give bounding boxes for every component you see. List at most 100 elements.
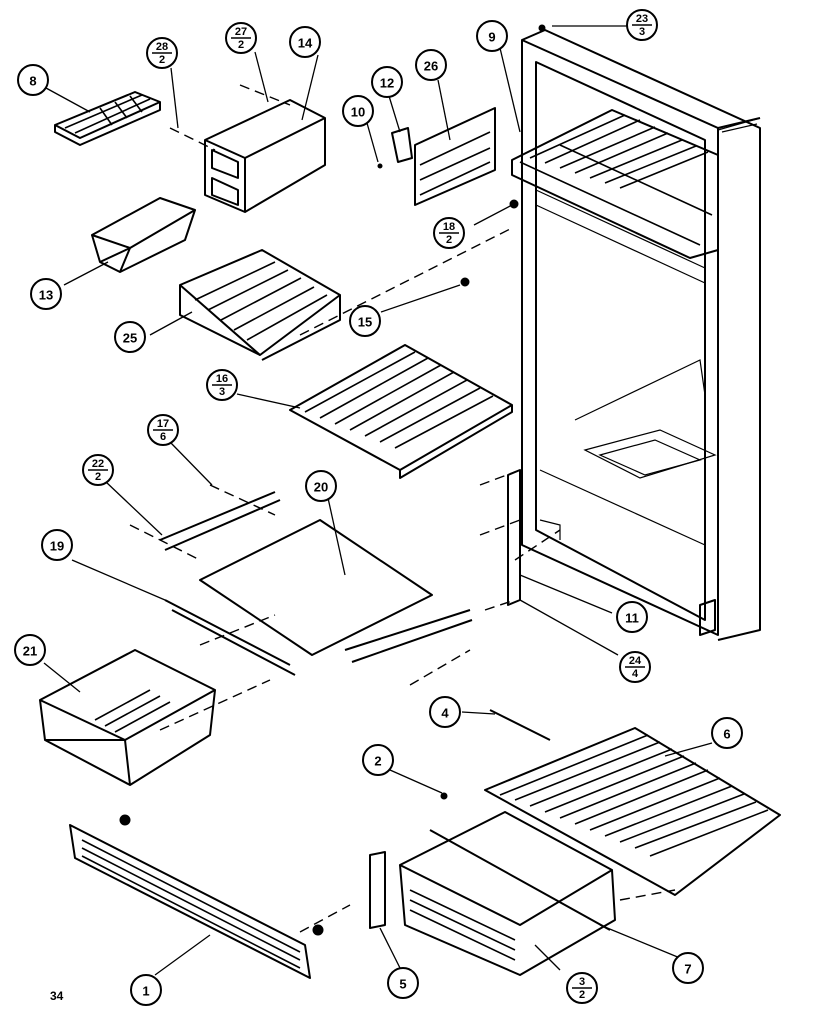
meat-drawer-cover-part [429, 727, 781, 931]
callout-5: 5 [387, 967, 419, 999]
callout-number: 23 [636, 13, 648, 25]
callout-layer: 1232456789101112131415163176182192021222… [14, 9, 743, 1006]
callout-number: 24 [629, 655, 642, 667]
ice-bin-part [91, 197, 196, 273]
callout-17: 176 [147, 414, 179, 446]
callout-number: 12 [380, 76, 394, 91]
callout-number: 25 [123, 331, 137, 346]
callout-6: 6 [711, 717, 743, 749]
callout-number: 10 [351, 105, 365, 120]
callout-3: 32 [566, 972, 598, 1004]
callout-quantity: 3 [639, 26, 645, 38]
callout-number: 4 [441, 706, 449, 721]
callout-number: 2 [374, 754, 381, 769]
callout-quantity: 2 [579, 989, 585, 1001]
callout-18: 182 [433, 217, 465, 249]
callout-12: 12 [371, 66, 403, 98]
callout-circle [30, 278, 62, 310]
callout-circle [14, 634, 46, 666]
callout-circle [41, 529, 73, 561]
callout-quantity: 2 [446, 234, 452, 246]
callout-circle [711, 717, 743, 749]
callout-number: 17 [157, 418, 169, 430]
leader-lines [43, 25, 713, 976]
callout-number: 15 [358, 315, 372, 330]
callout-21: 21 [14, 634, 46, 666]
callout-circle [672, 952, 704, 984]
meat-drawer-part [399, 811, 616, 976]
callout-number: 1 [142, 984, 149, 999]
callout-circle [616, 601, 648, 633]
callout-9: 9 [476, 20, 508, 52]
callout-circle [429, 696, 461, 728]
callout-number: 13 [39, 288, 53, 303]
callout-number: 18 [443, 221, 455, 233]
crisper-cover-part [159, 491, 473, 676]
callout-27: 272 [225, 22, 257, 54]
glass-shelf-part [289, 344, 513, 479]
callout-number: 9 [488, 30, 495, 45]
callout-16: 163 [206, 369, 238, 401]
callout-number: 28 [156, 41, 168, 53]
callout-quantity: 2 [95, 471, 101, 483]
callout-10: 10 [342, 95, 374, 127]
toe-grille-part [69, 814, 324, 979]
callout-15: 15 [349, 305, 381, 337]
callout-number: 11 [625, 611, 639, 626]
callout-11: 11 [616, 601, 648, 633]
callout-13: 13 [30, 278, 62, 310]
callout-number: 21 [23, 644, 37, 659]
callout-circle [130, 974, 162, 1006]
callout-quantity: 2 [238, 39, 244, 51]
callout-circle [349, 305, 381, 337]
callout-number: 3 [579, 976, 585, 988]
callout-circle [415, 49, 447, 81]
callout-25: 25 [114, 321, 146, 353]
callout-quantity: 3 [219, 386, 225, 398]
callout-circle [17, 64, 49, 96]
callout-24: 244 [619, 651, 651, 683]
callout-number: 16 [216, 373, 228, 385]
shelf-rack-part [377, 107, 496, 206]
callout-26: 26 [415, 49, 447, 81]
ice-maker-housing-part [204, 99, 326, 213]
callout-circle [342, 95, 374, 127]
callout-number: 8 [29, 74, 36, 89]
callout-1: 1 [130, 974, 162, 1006]
callout-7: 7 [672, 952, 704, 984]
callout-quantity: 6 [160, 431, 166, 443]
callout-number: 7 [684, 962, 691, 977]
callout-number: 22 [92, 458, 104, 470]
callout-2: 2 [362, 744, 394, 776]
callout-8: 8 [17, 64, 49, 96]
callout-quantity: 2 [159, 54, 165, 66]
crisper-drawer-part [39, 649, 216, 786]
callout-circle [387, 967, 419, 999]
callout-22: 222 [82, 454, 114, 486]
callout-number: 6 [723, 727, 730, 742]
callout-19: 19 [41, 529, 73, 561]
cabinet-part [521, 29, 761, 641]
wire-basket-part [179, 249, 341, 361]
page-number: 34 [50, 989, 64, 1003]
callout-number: 19 [50, 539, 64, 554]
callout-circle [371, 66, 403, 98]
callout-quantity: 4 [632, 668, 639, 680]
callout-23: 233 [626, 9, 658, 41]
ice-tray-part [54, 91, 161, 146]
callout-circle [476, 20, 508, 52]
freezer-shelf-part [511, 109, 719, 259]
callout-circle [289, 26, 321, 58]
callout-4: 4 [429, 696, 461, 728]
callout-28: 282 [146, 37, 178, 69]
callout-number: 26 [424, 59, 438, 74]
callout-circle [305, 470, 337, 502]
callout-circle [114, 321, 146, 353]
callout-circle [362, 744, 394, 776]
callout-number: 14 [298, 36, 313, 51]
callout-14: 14 [289, 26, 321, 58]
callout-number: 27 [235, 26, 247, 38]
callout-20: 20 [305, 470, 337, 502]
callout-number: 20 [314, 480, 328, 495]
